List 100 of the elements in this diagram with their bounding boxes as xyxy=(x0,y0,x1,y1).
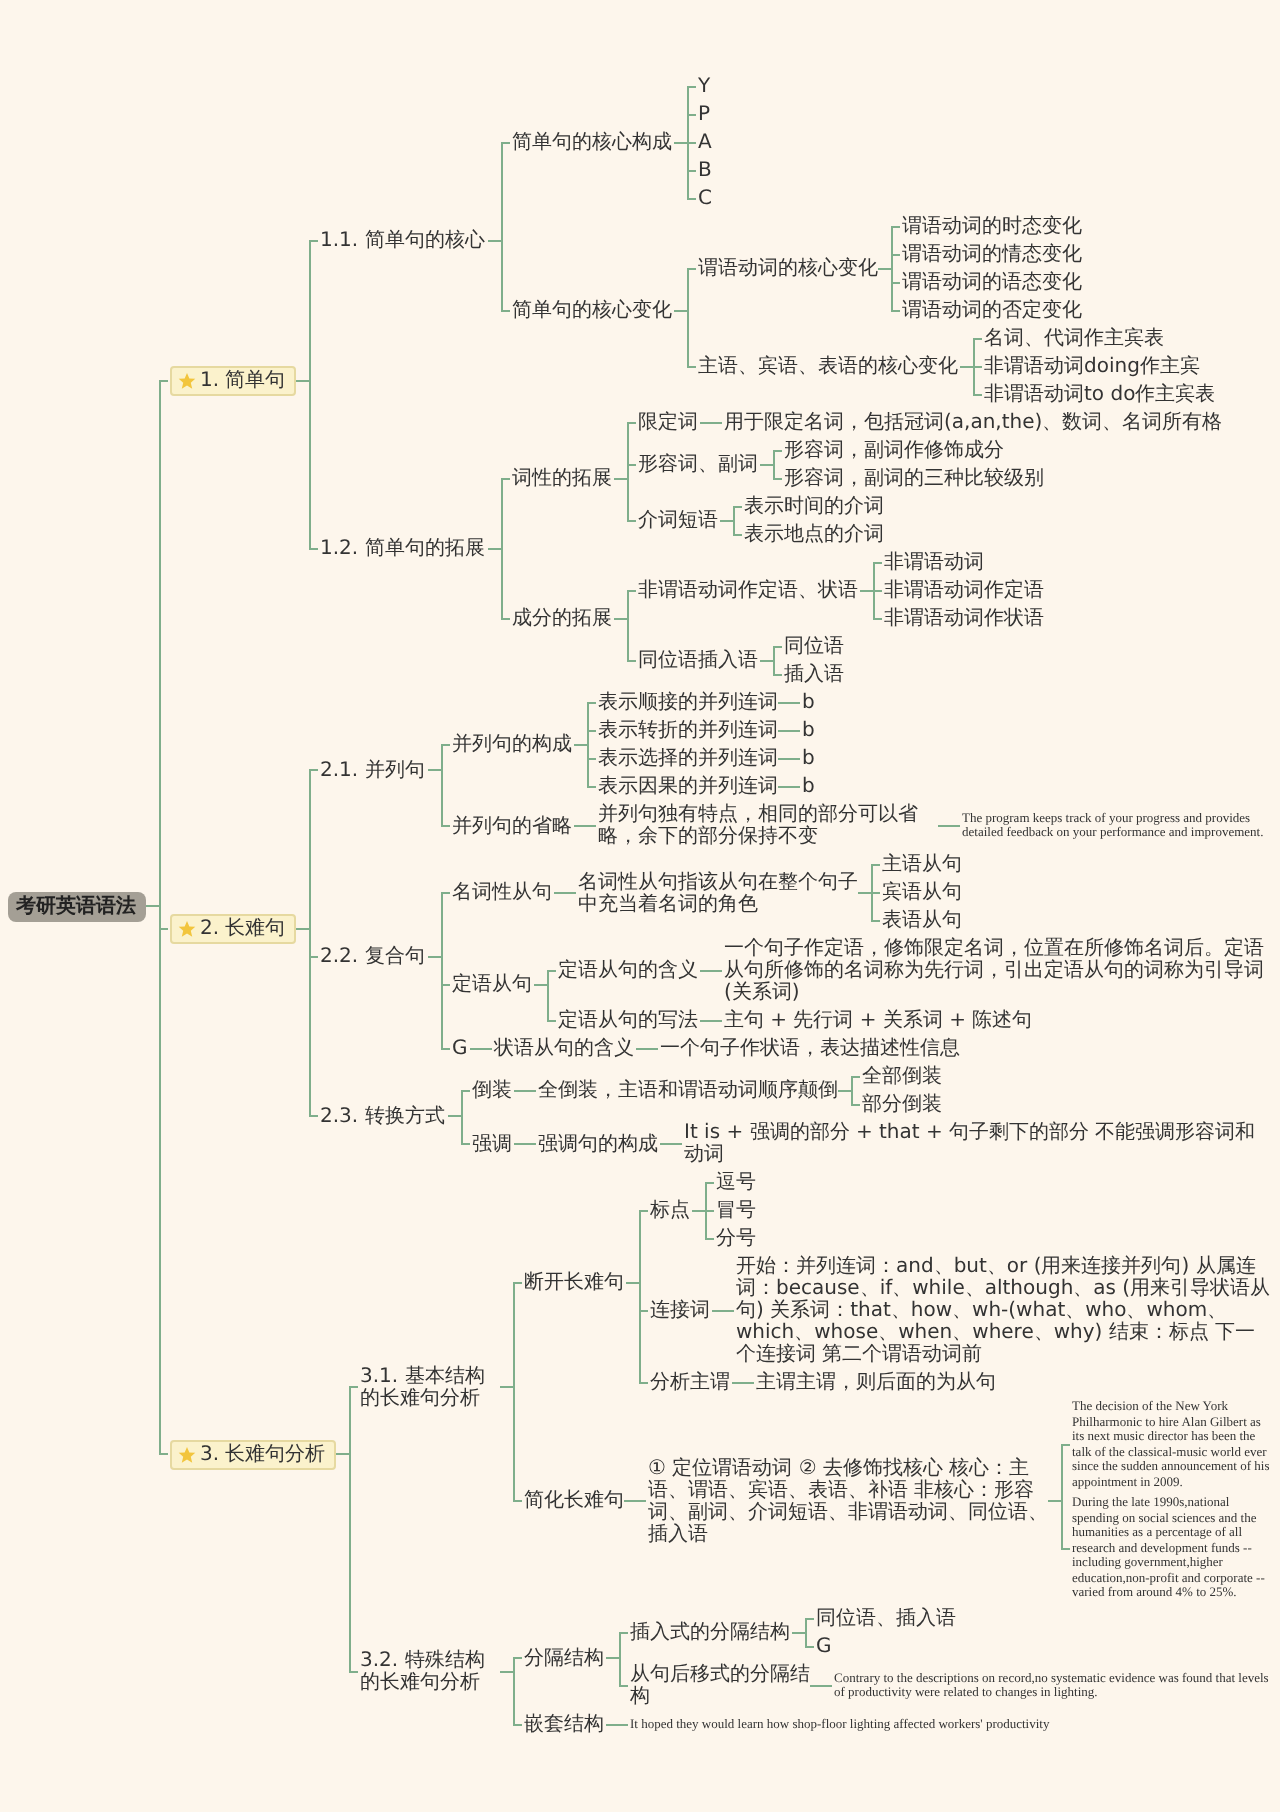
branch-line xyxy=(699,1020,723,1022)
branch-line xyxy=(699,970,723,972)
branch-line xyxy=(791,1632,815,1648)
branch-line xyxy=(759,660,783,676)
branch-line xyxy=(673,142,697,200)
branch-line xyxy=(623,1500,647,1502)
branch-topic xyxy=(170,366,296,396)
topic-label: 同位语插入语 xyxy=(638,650,760,672)
branch-line xyxy=(759,464,783,480)
topic-label: 简化长难句 xyxy=(524,1490,624,1512)
topic-label: b xyxy=(802,748,818,770)
topic-label: 非谓语动词doing作主宾 xyxy=(984,356,1202,378)
branch-line xyxy=(699,422,723,424)
branch-line xyxy=(937,825,961,827)
topic-label: 名词、代词作主宾表 xyxy=(984,328,1166,350)
branch-line xyxy=(659,1143,683,1145)
topic-label: 主语从句 xyxy=(882,854,964,876)
root-topic: 考研英语语法 xyxy=(8,891,146,921)
topic-label: 标点 xyxy=(650,1200,692,1222)
topic-label: 3.1. 基本结构的长难句分析 xyxy=(360,1365,500,1409)
branch-line xyxy=(613,478,637,522)
topic-label: 主语、宾语、表语的核心变化 xyxy=(698,356,960,378)
branch-line xyxy=(605,1657,629,1687)
topic-label: It is + 强调的部分 + that + 句子剩下的部分 不能强调形容词和动词 xyxy=(684,1122,1272,1166)
topic-label: 全部倒装 xyxy=(862,1066,944,1088)
branch-line xyxy=(711,1310,735,1312)
branch-line xyxy=(553,892,577,894)
topic-label: 倒装 xyxy=(472,1080,514,1102)
branch-line xyxy=(145,905,169,1455)
branch-line xyxy=(959,366,983,396)
topic-label: ① 定位谓语动词 ② 去修饰找核心 核心：主语、谓语、宾语、表语、补语 非核心：形容词、副词、介词短语、非谓语动词、同位语、插入语 xyxy=(648,1457,1048,1545)
topic-label: 嵌套结构 xyxy=(524,1714,606,1736)
topic-label: 一个句子作状语，表达描述性信息 xyxy=(660,1038,962,1060)
branch-line xyxy=(877,268,901,312)
topic-label: 定语从句 xyxy=(452,974,534,996)
topic-label: 分析主谓 xyxy=(650,1372,732,1394)
topic-label: 主谓主谓，则后面的为从句 xyxy=(756,1372,998,1394)
topic-label: 表示选择的并列连词 xyxy=(598,748,778,770)
topic-label: 同位语 xyxy=(784,636,846,658)
topic-label: 2.3. 转换方式 xyxy=(320,1105,448,1127)
branch-line xyxy=(673,310,697,368)
topic-label: 主句 + 先行词 + 关系词 + 陈述句 xyxy=(724,1010,1036,1032)
topic-label: 形容词、副词 xyxy=(638,454,760,476)
topic-label: 2.2. 复合句 xyxy=(320,946,428,968)
topic-label: 插入式的分隔结构 xyxy=(630,1622,792,1644)
branch-line xyxy=(573,744,597,788)
topic-label: 限定词 xyxy=(638,412,700,434)
topic-label: 并列句的构成 xyxy=(452,734,574,756)
topic-label: 连接词 xyxy=(650,1300,712,1322)
topic-label: 形容词，副词的三种比较级别 xyxy=(784,468,1046,490)
topic-label: 表示时间的介词 xyxy=(744,496,886,518)
topic-label: C xyxy=(698,188,714,210)
topic-label: 介词短语 xyxy=(638,510,720,532)
topic-label: 非谓语动词to do作主宾表 xyxy=(984,384,1218,406)
topic-label: 表语从句 xyxy=(882,910,964,932)
topic-label: b xyxy=(802,692,818,714)
topic-label: 3.2. 特殊结构的长难句分析 xyxy=(360,1650,500,1694)
topic-label: 简单句的核心构成 xyxy=(512,132,674,154)
branch-line xyxy=(777,786,801,788)
topic-label: 强调 xyxy=(472,1133,514,1155)
topic-label: 谓语动词的语态变化 xyxy=(902,272,1084,294)
topic-label: G xyxy=(452,1038,470,1060)
topic-label: 1. 简单句 xyxy=(200,370,286,392)
topic-label: 简单句的核心变化 xyxy=(512,300,674,322)
branch-line xyxy=(719,520,743,536)
branch-line xyxy=(1047,1500,1071,1550)
topic-label: 部分倒装 xyxy=(862,1094,944,1116)
branch-line xyxy=(635,1048,659,1050)
topic-label: 逗号 xyxy=(716,1172,758,1194)
topic-label: 强调句的构成 xyxy=(538,1133,660,1155)
topic-label: 1.1. 简单句的核心 xyxy=(320,230,488,252)
branch-line xyxy=(427,769,451,827)
topic-label: 3. 长难句分析 xyxy=(200,1443,326,1465)
topic-label: 开始：并列连词：and、but、or (用来连接并列句) 从属连词：because、if、while、although、as (用来引导状语从句) 关系词：that、how、wh-(what、who、whom、which、whose、when、where、why) 结束：标点 下一个连接词 第二个谓语动词前 xyxy=(736,1256,1272,1366)
branch-topic xyxy=(170,914,296,944)
topic-label: 冒号 xyxy=(716,1200,758,1222)
topic-label: 宾语从句 xyxy=(882,882,964,904)
topic-label: 状语从句的含义 xyxy=(494,1038,636,1060)
branch-line xyxy=(573,825,597,827)
topic-label: 非谓语动词作定语 xyxy=(884,580,1046,602)
topic-label: 名词性从句 xyxy=(452,882,554,904)
branch-line xyxy=(605,1724,629,1726)
branch-line xyxy=(427,956,451,1050)
topic-label: 非谓语动词作状语 xyxy=(884,608,1046,630)
topic-label: 谓语动词的情态变化 xyxy=(902,244,1084,266)
topic-label: 成分的拓展 xyxy=(512,608,614,630)
topic-label: 并列句的省略 xyxy=(452,815,574,837)
topic-label: 名词性从句指该从句在整个句子中充当着名词的角色 xyxy=(578,871,858,915)
branch-line xyxy=(691,1210,715,1240)
branch-line xyxy=(777,730,801,732)
topic-label: 分号 xyxy=(716,1228,758,1250)
branch-line xyxy=(335,1453,359,1673)
branch-line xyxy=(731,1382,755,1384)
topic-label: 表示地点的介词 xyxy=(744,524,886,546)
branch-line xyxy=(513,1143,537,1145)
topic-label: 并列句独有特点，相同的部分可以省略，余下的部分保持不变 xyxy=(598,804,938,848)
topic-label: 表示因果的并列连词 xyxy=(598,776,778,798)
topic-label: 谓语动词的核心变化 xyxy=(698,258,878,280)
topic-label: 插入语 xyxy=(784,664,846,686)
topic-label: 词性的拓展 xyxy=(512,468,614,490)
